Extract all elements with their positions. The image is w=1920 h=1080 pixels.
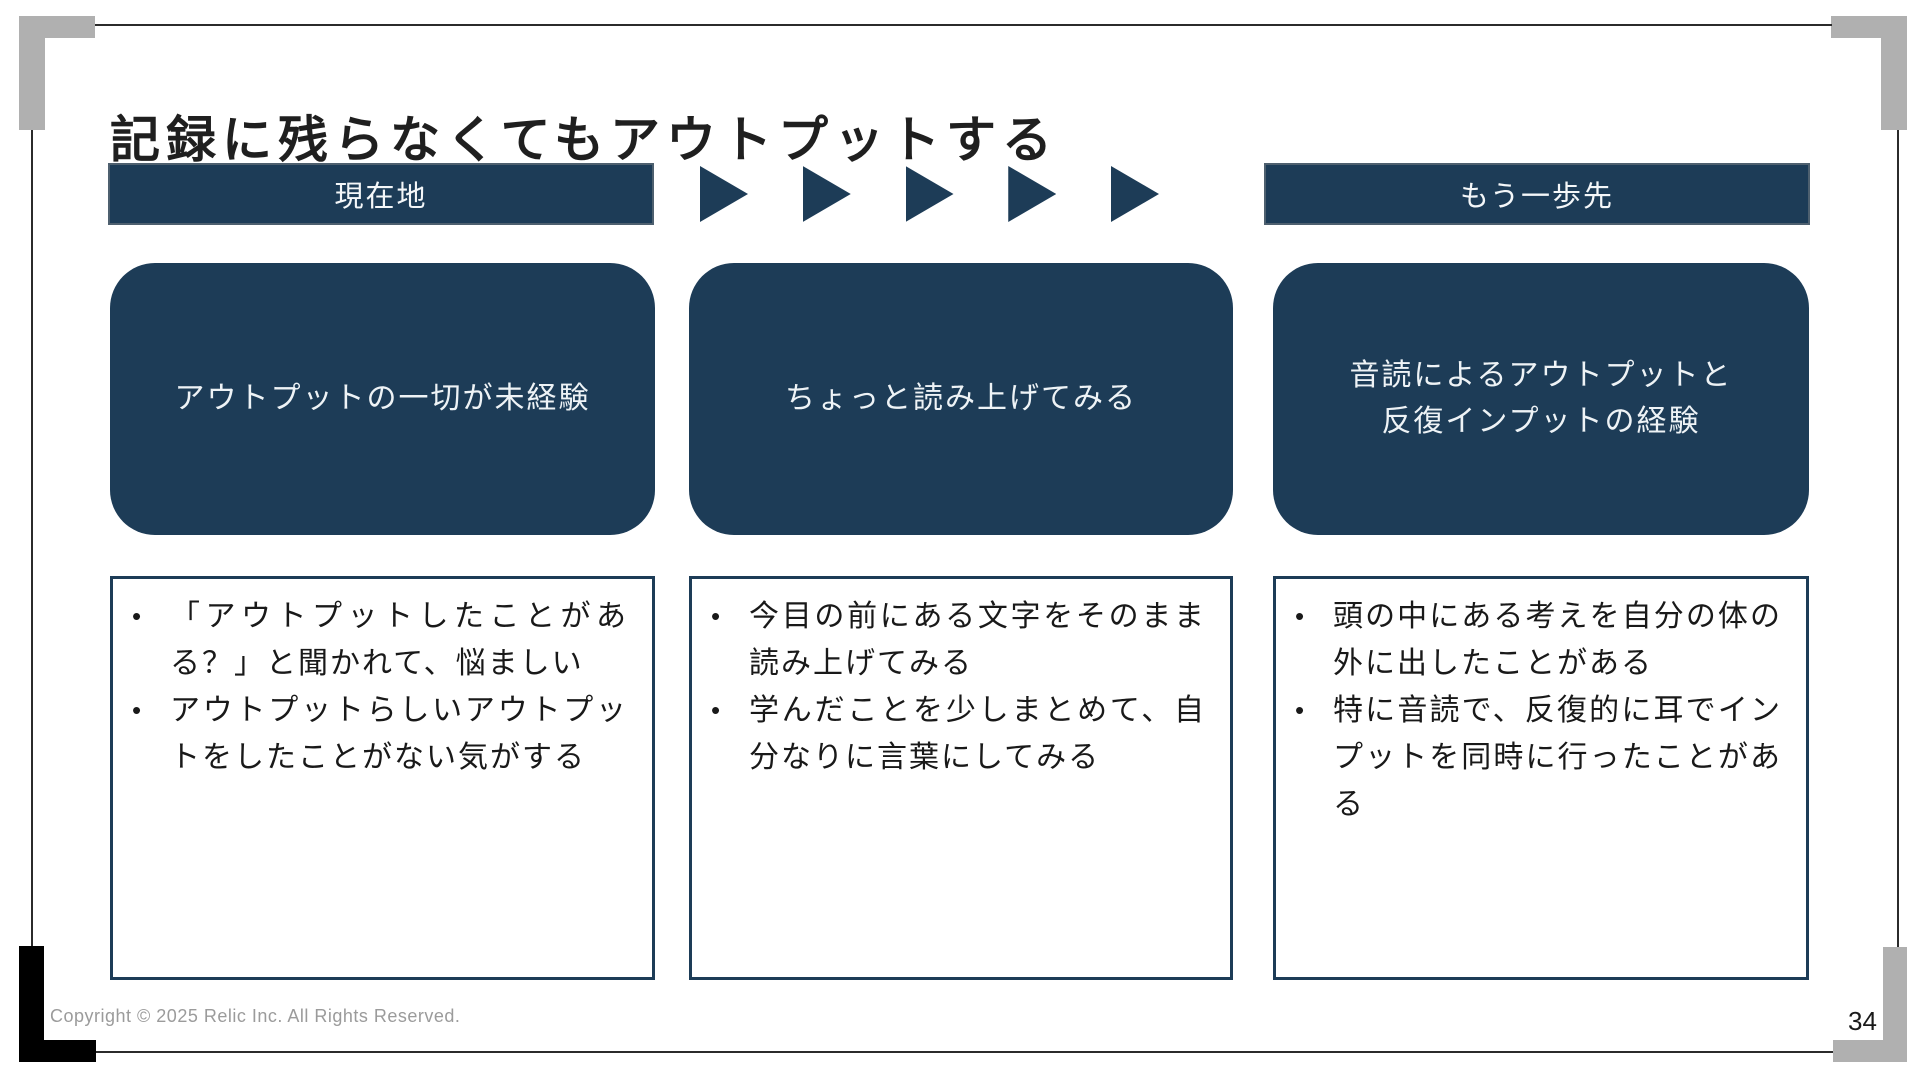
corner-bracket-top-left: [19, 16, 95, 38]
summary-box-middle-text: ちょっと読み上げてみる: [785, 381, 1137, 415]
bullet-icon: •: [711, 601, 723, 631]
detail-box-current: • 「アウトプットしたことがある？」と聞かれて、悩ましい • アウトプットらしい…: [110, 576, 655, 980]
arrow-right-icon: [802, 166, 851, 222]
list-item: • 特に音読で、反復的に耳でインプットを同時に行ったことがある: [1291, 687, 1782, 828]
corner-bracket-bottom-left: [19, 1040, 96, 1062]
detail-box-ahead: • 頭の中にある考えを自分の体の外に出したことがある • 特に音読で、反復的に耳…: [1273, 576, 1809, 980]
bullet-list: • 頭の中にある考えを自分の体の外に出したことがある • 特に音読で、反復的に耳…: [1276, 593, 1806, 828]
stage-bar-current-label: 現在地: [334, 181, 428, 213]
slide-title: 記録に残らなくてもアウトプットする: [110, 111, 1058, 168]
frame-line-left: [31, 130, 33, 946]
summary-box-middle: ちょっと読み上げてみる: [689, 263, 1233, 535]
arrow-right-icon: [905, 166, 954, 222]
arrow-right-icon: [1111, 166, 1159, 222]
page-number: 34: [1848, 1006, 1877, 1036]
frame-line-right: [1897, 130, 1899, 947]
list-item-text: 学んだことを少しまとめて、自分なりに言葉にしてみる: [749, 694, 1206, 774]
summary-box-current-text: アウトプットの一切が未経験: [174, 381, 591, 415]
list-item-text: 特に音読で、反復的に耳でインプットを同時に行ったことがある: [1333, 694, 1782, 821]
corner-bracket-top-right: [1831, 16, 1907, 38]
bullet-icon: •: [1295, 601, 1307, 631]
frame-line-top: [95, 24, 1832, 26]
arrow-strip: [700, 166, 1159, 222]
list-item: • 「アウトプットしたことがある？」と聞かれて、悩ましい: [128, 593, 628, 687]
list-item-text: 頭の中にある考えを自分の体の外に出したことがある: [1333, 600, 1782, 680]
bullet-list: • 「アウトプットしたことがある？」と聞かれて、悩ましい • アウトプットらしい…: [113, 593, 652, 781]
list-item-text: アウトプットらしいアウトプットをしたことがない気がする: [170, 694, 628, 774]
bullet-list: • 今目の前にある文字をそのまま読み上げてみる • 学んだことを少しまとめて、自…: [692, 593, 1230, 781]
list-item: • 今目の前にある文字をそのまま読み上げてみる: [707, 593, 1206, 687]
list-item: • 頭の中にある考えを自分の体の外に出したことがある: [1291, 593, 1782, 687]
copyright-text: Copyright © 2025 Relic Inc. All Rights R…: [50, 1006, 461, 1026]
arrow-right-icon: [1008, 166, 1057, 222]
stage-bar-ahead-label: もう一歩先: [1459, 181, 1615, 213]
corner-bracket-bottom-right: [1833, 1040, 1907, 1062]
bullet-icon: •: [1295, 695, 1307, 725]
bullet-icon: •: [132, 695, 144, 725]
summary-box-current: アウトプットの一切が未経験: [110, 263, 655, 535]
summary-box-ahead-text: 音読によるアウトプットと 反復インプットの経験: [1349, 358, 1733, 439]
stage-bar-current: 現在地: [108, 163, 654, 225]
frame-line-bottom: [96, 1051, 1833, 1053]
detail-box-middle: • 今目の前にある文字をそのまま読み上げてみる • 学んだことを少しまとめて、自…: [689, 576, 1233, 980]
bullet-icon: •: [132, 601, 144, 631]
arrow-right-icon: [700, 166, 748, 222]
list-item-text: 「アウトプットしたことがある？」と聞かれて、悩ましい: [170, 600, 628, 680]
list-item: • 学んだことを少しまとめて、自分なりに言葉にしてみる: [707, 687, 1206, 781]
summary-box-ahead: 音読によるアウトプットと 反復インプットの経験: [1273, 263, 1809, 535]
stage-bar-ahead: もう一歩先: [1264, 163, 1810, 225]
list-item-text: 今目の前にある文字をそのまま読み上げてみる: [749, 600, 1206, 680]
list-item: • アウトプットらしいアウトプットをしたことがない気がする: [128, 687, 628, 781]
bullet-icon: •: [711, 695, 723, 725]
